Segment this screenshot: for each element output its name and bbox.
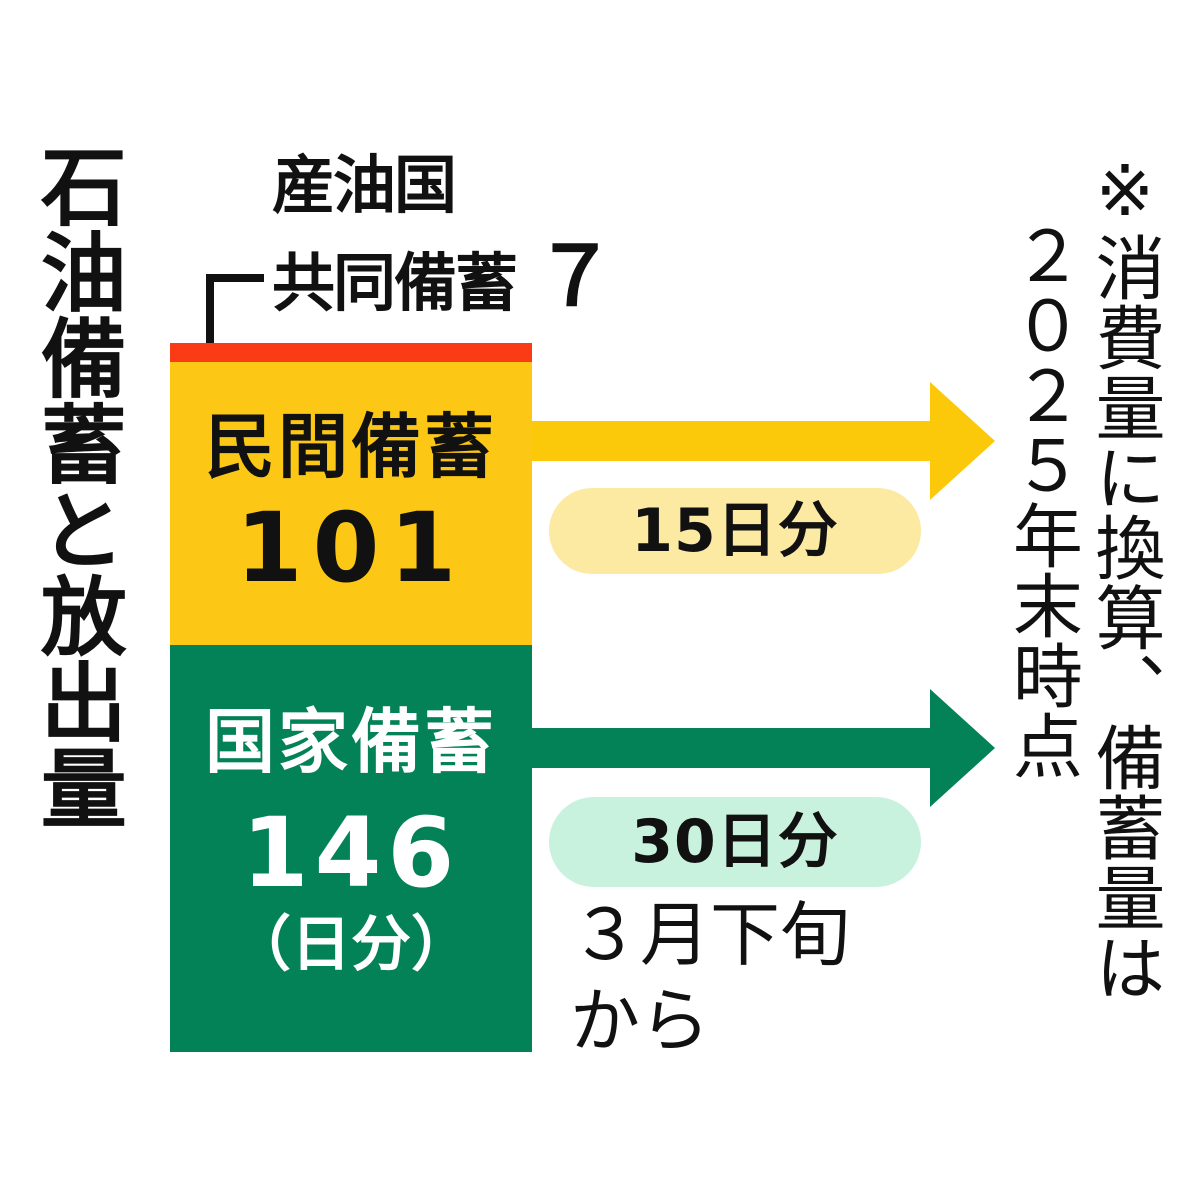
release-arrow-national-icon: [532, 689, 995, 807]
bar-segment-private-reserve: 民間備蓄 101: [170, 362, 532, 645]
footnote: ※消費量に換算、備蓄量は ２０２５年末時点: [1001, 150, 1166, 1002]
joint-reserve-line1: 産油国: [272, 149, 457, 222]
release-arrow-private-icon: [532, 382, 995, 500]
reserve-stacked-bar: 民間備蓄 101 国家備蓄 146 （日分）: [170, 343, 532, 1052]
joint-reserve-line2: 共同備蓄: [272, 247, 518, 320]
release-badge-private: 15日分: [549, 488, 921, 574]
release-start-note: ３月下旬 から: [570, 894, 850, 1062]
private-reserve-value: 101: [235, 492, 467, 604]
bar-segment-national-reserve: 国家備蓄 146 （日分）: [170, 645, 532, 1052]
private-reserve-label: 民間備蓄: [205, 406, 497, 488]
national-reserve-unit: （日分）: [231, 910, 471, 980]
national-reserve-value: 146: [241, 797, 461, 909]
national-reserve-label: 国家備蓄: [205, 701, 497, 783]
joint-reserve-value: ７: [534, 230, 617, 325]
release-badge-national: 30日分: [549, 797, 921, 887]
bar-segment-joint-reserve: [170, 343, 532, 362]
chart-title: 石油備蓄と放出量: [25, 142, 126, 830]
annotation-connector-line: [206, 274, 264, 346]
